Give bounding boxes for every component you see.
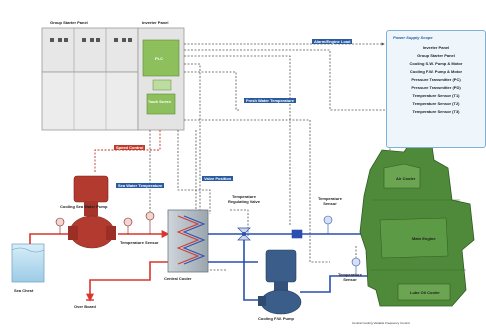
power-supply-scope-title: Power Supply Scope — [393, 35, 433, 40]
temperature-sensor-top-label: Temperature Sensor — [318, 196, 342, 206]
temperature-sensor-left-label: Temperature Sensor — [120, 240, 159, 245]
temperature-regulating-valve-label: Temperature Regulating Valve — [227, 194, 260, 204]
sea-water-temperature-tag: Sea Water Temperature — [116, 183, 165, 188]
sea-chest-label: Sea Chest — [14, 288, 34, 293]
power-supply-item: Cooling S.W. Pump & Motor — [409, 61, 463, 66]
power-supply-item: Temperature Sensor (T2) — [412, 101, 460, 106]
speed-control-tag: Speed Control — [114, 145, 146, 150]
main-engine-label: Main Engine — [412, 236, 436, 241]
group-starter-panel-title: Group Starter Panel — [50, 20, 88, 25]
temperature-regulating-valve — [237, 227, 251, 241]
power-supply-item: Pressure Transmitter (PD) — [411, 85, 461, 90]
power-supply-item: Temperature Sensor (T3) — [412, 109, 460, 114]
fw-pump-label: Cooling F.W. Pump — [258, 316, 294, 321]
cooling-fw-pump — [258, 249, 302, 315]
signal-lines — [149, 42, 391, 271]
main-engine — [359, 139, 475, 307]
sea-water-pump-label: Cooling Sea Water Pump — [60, 204, 108, 209]
over-board-label: Over Board — [74, 304, 96, 309]
cooling-sea-water-pump — [68, 175, 116, 249]
sea-water-gauges — [55, 211, 155, 234]
power-supply-item: Temperature Sensor (T1) — [412, 93, 460, 98]
power-supply-item: Pressure Transmitter (PC) — [411, 77, 461, 82]
valve-position-tag: Valve Position — [202, 176, 234, 181]
power-supply-item: Cooling F.W. Pump & Motor — [409, 69, 463, 74]
air-cooler-label: Air Cooler — [396, 176, 416, 181]
diagram-caption: Central Cooling Variable Frequency Contr… — [352, 321, 410, 325]
temperature-sensor-bottom-label: Temperature Sensor — [338, 272, 362, 282]
group-starter-panel — [41, 27, 139, 131]
power-supply-scope-list: Inverter Panel Group Starter Panel Cooli… — [387, 44, 485, 116]
power-supply-item: Group Starter Panel — [417, 53, 455, 58]
sea-water-piping — [29, 230, 191, 302]
lube-oil-cooler-label: Lube Oil Cooler — [410, 290, 440, 295]
alarm-engine-load-tag: Alarm/Engine Load — [312, 39, 353, 44]
fresh-water-gauges — [291, 215, 361, 276]
central-cooler-label: Central Cooler — [164, 276, 192, 281]
speed-control-line — [94, 130, 161, 172]
inverter-panel — [137, 27, 185, 131]
fresh-water-temperature-tag: Fresh Water Temperature — [244, 98, 297, 103]
power-supply-scope-box: Power Supply Scope Inverter Panel Group … — [386, 30, 486, 148]
sea-chest-tank — [11, 243, 45, 283]
plc-label: PLC — [155, 56, 163, 61]
central-cooler — [167, 209, 209, 273]
inverter-panel-title: Inverter Panel — [142, 20, 169, 25]
touch-screen-label: Touch Screen — [148, 100, 171, 104]
power-supply-item: Inverter Panel — [422, 45, 450, 50]
